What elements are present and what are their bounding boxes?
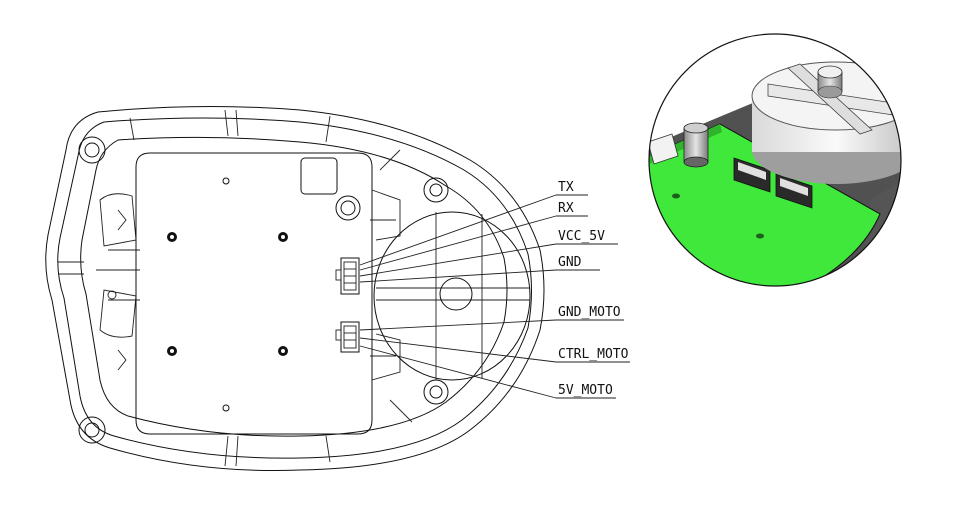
detail-connector-2 <box>775 173 813 209</box>
pin-label-5v-moto: 5V_MOTO <box>558 383 613 398</box>
motor-disc <box>373 211 531 381</box>
pin-label-gnd: GND <box>558 255 582 270</box>
pin-label-ctrl-moto: CTRL_MOTO <box>558 347 629 362</box>
leader-lines <box>359 194 630 399</box>
housing-drawing <box>45 105 545 472</box>
connector-3pin <box>335 321 360 353</box>
connector-4pin <box>335 257 360 295</box>
pin-labels: TX RX VCC_5V GND GND_MOTO CTRL_MOTO 5V_M… <box>558 180 629 398</box>
pcb-screws <box>167 232 288 356</box>
pin-label-gnd-moto: GND_MOTO <box>558 305 621 320</box>
motor-detail-circle <box>648 33 902 287</box>
pin-label-tx: TX <box>558 180 574 195</box>
pin-label-vcc-5v: VCC_5V <box>558 229 605 244</box>
detail-connector-1 <box>733 157 771 193</box>
pcb-board <box>135 152 373 435</box>
pin-label-rx: RX <box>558 201 574 216</box>
